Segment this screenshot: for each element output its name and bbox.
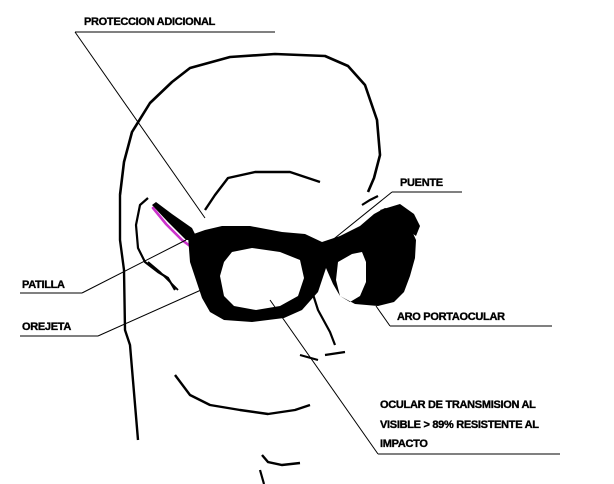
label-aro-portaocular: ARO PORTAOCULAR (397, 311, 505, 323)
leader-orejeta-diag (98, 286, 210, 336)
leader-aro (376, 306, 390, 326)
leader-patilla-diag (82, 240, 186, 293)
neck-left (260, 470, 264, 484)
eyebrow-left (205, 172, 320, 210)
label-ocular-line-3: IMPACTO (380, 438, 428, 450)
jaw-line (175, 375, 310, 414)
label-puente: PUENTE (400, 177, 443, 189)
ear-inner (148, 262, 178, 290)
label-ocular-line-2: VISIBLE > 89% RESISTENTE AL (380, 419, 539, 431)
eyebrow-right (362, 196, 378, 205)
glasses-frame (188, 208, 416, 322)
leader-proteccion (75, 32, 205, 218)
neck-line (262, 455, 300, 465)
label-proteccion-adicional: PROTECCION ADICIONAL (84, 16, 216, 28)
label-ocular-line-1: OCULAR DE TRANSMISION AL (380, 399, 536, 411)
label-orejeta: OREJETA (22, 321, 71, 333)
label-patilla: PATILLA (22, 279, 65, 291)
head-left-side (120, 195, 138, 440)
